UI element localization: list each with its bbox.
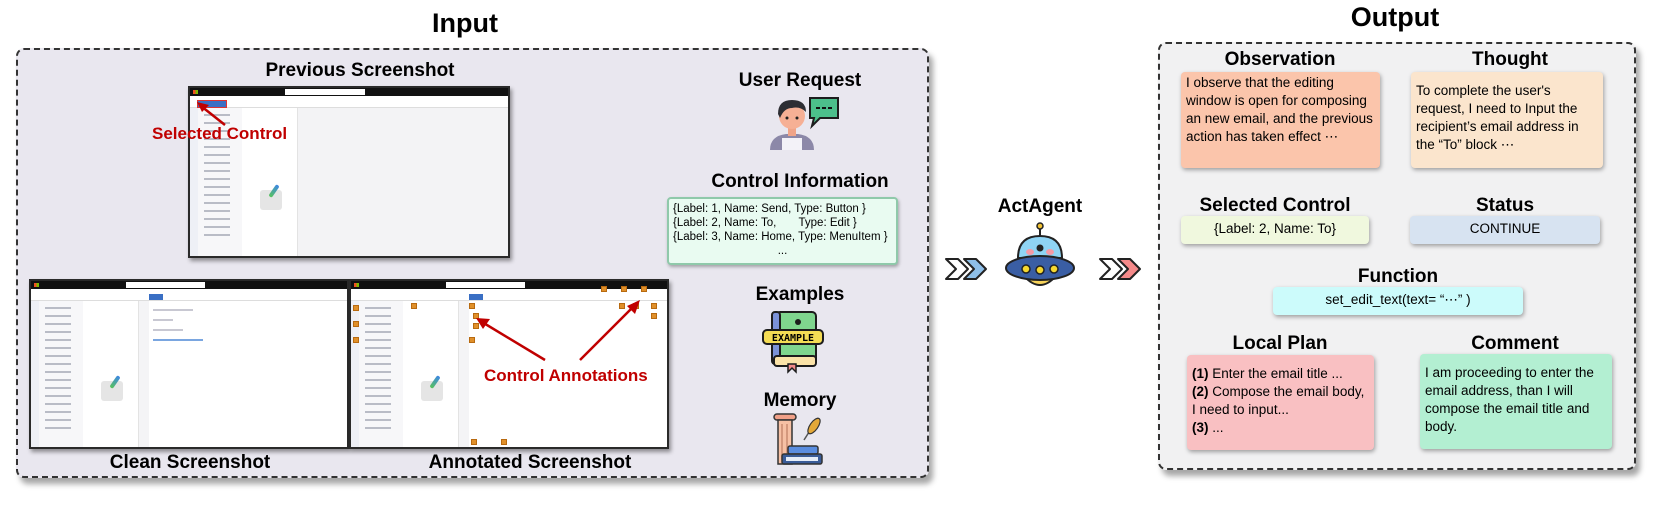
selected-control-title: Selected Control	[1199, 195, 1351, 216]
agent-to-output-arrow-icon	[1099, 258, 1141, 280]
user-speech-icon	[770, 97, 839, 150]
observation-title: Observation	[1224, 49, 1336, 70]
selected-control-callout: Selected Control	[152, 124, 288, 143]
previous-screenshot	[188, 86, 510, 258]
user-request-title: User Request	[738, 70, 862, 91]
clean-screenshot-title: Clean Screenshot	[109, 452, 271, 473]
control-info-line: {Label: 2, Name: To, Type: Edit }	[673, 217, 857, 229]
output-title: Output	[1350, 2, 1440, 32]
example-badge-text: EXAMPLE	[772, 333, 814, 344]
ufo-robot-icon	[1005, 222, 1075, 286]
observation-box: I observe that the editing window is ope…	[1181, 72, 1380, 168]
control-information-title: Control Information	[711, 171, 889, 192]
annotated-screenshot	[349, 279, 669, 449]
example-book-icon: EXAMPLE	[762, 311, 824, 374]
agent-title: ActAgent	[997, 196, 1083, 217]
annotated-screenshot-title: Annotated Screenshot	[428, 452, 632, 473]
examples-title: Examples	[755, 284, 845, 305]
clean-screenshot	[29, 279, 349, 449]
comment-box: I am proceeding to enter the email addre…	[1420, 354, 1612, 449]
function-box: set_edit_text(text= “⋯” )	[1273, 287, 1523, 315]
plan-step: (1) Enter the email title ...	[1192, 366, 1343, 381]
control-annotations-arrows	[476, 300, 640, 362]
control-info-ellipsis: ...	[777, 245, 788, 257]
input-title: Input	[432, 8, 498, 38]
thought-box: To complete the user's request, I need t…	[1411, 72, 1603, 168]
status-title: Status	[1475, 195, 1535, 216]
selected-control-box: {Label: 2, Name: To}	[1181, 216, 1369, 244]
control-annotations-callout: Control Annotations	[484, 366, 648, 385]
status-box: CONTINUE	[1410, 216, 1600, 244]
function-title: Function	[1357, 266, 1439, 287]
thought-title: Thought	[1472, 49, 1548, 70]
control-information-box: {Label: 1, Name: Send, Type: Button } {L…	[667, 197, 898, 265]
memory-books-icon	[773, 413, 823, 465]
comment-title: Comment	[1471, 333, 1559, 354]
previous-screenshot-title: Previous Screenshot	[265, 60, 455, 81]
memory-title: Memory	[763, 390, 837, 411]
input-to-agent-arrow-icon	[945, 258, 987, 280]
selected-control-arrow	[197, 102, 226, 126]
plan-step: (3) ...	[1192, 420, 1224, 435]
local-plan-box: (1) Enter the email title ... (2) Compos…	[1187, 355, 1374, 450]
plan-step: (2) Compose the email body, I need to in…	[1192, 384, 1365, 417]
control-info-line: {Label: 3, Name: Home, Type: MenuItem }	[673, 231, 888, 243]
control-info-line: {Label: 1, Name: Send, Type: Button }	[673, 203, 866, 215]
local-plan-title: Local Plan	[1232, 333, 1328, 354]
